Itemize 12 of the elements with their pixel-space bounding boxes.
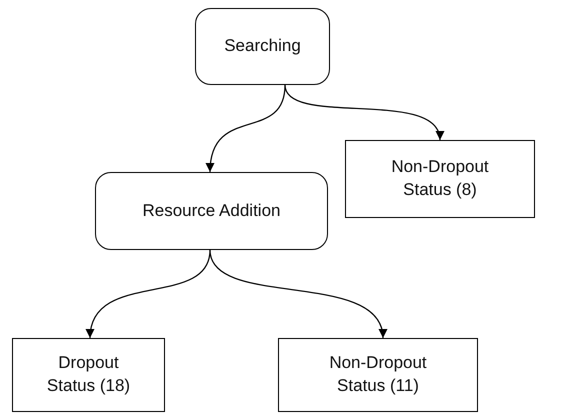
status-box <box>278 338 478 412</box>
node-label: Non-Dropout Status (8) <box>390 156 490 201</box>
status-box <box>12 338 165 412</box>
arrow <box>284 84 442 140</box>
arrow <box>209 250 386 338</box>
node-label: Dropout Status (18) <box>46 352 132 397</box>
node-label: Non-Dropout Status (11) <box>328 352 428 397</box>
node-label: Searching <box>224 35 301 58</box>
status-box <box>345 140 535 218</box>
process-box <box>95 172 328 250</box>
process-box <box>195 8 330 85</box>
node-label: Resource Addition <box>142 200 280 222</box>
